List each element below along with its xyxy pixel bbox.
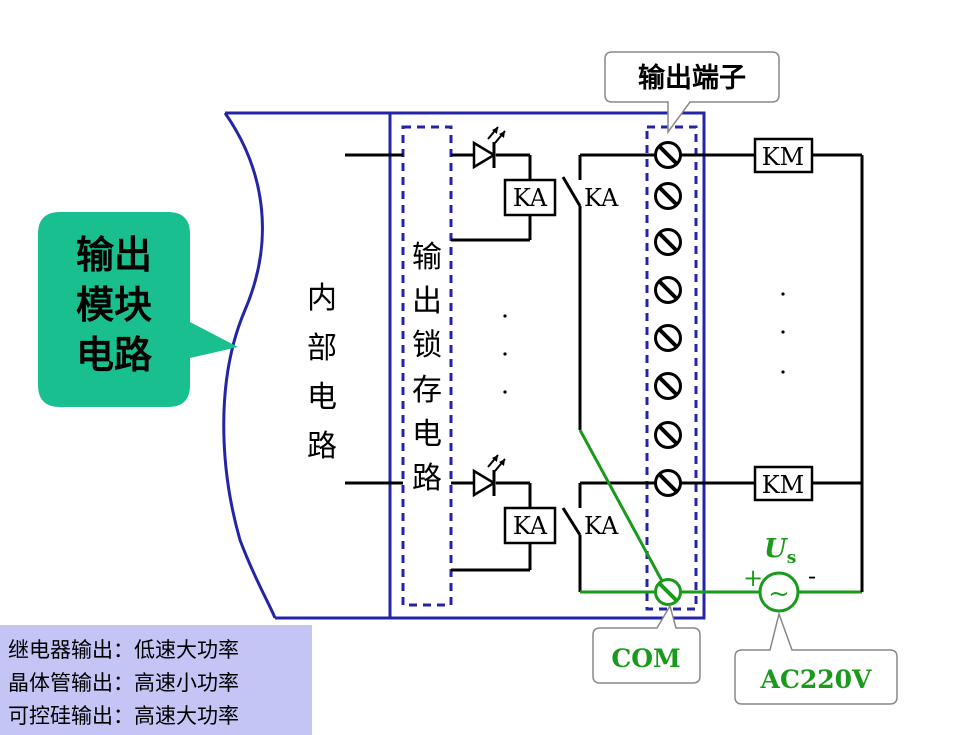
contactor-label-top: KM xyxy=(762,143,805,171)
terminal-screw-icon xyxy=(653,420,683,450)
svg-text:电: 电 xyxy=(307,380,337,415)
com-terminal-screw-icon xyxy=(654,578,682,606)
terminal-screw-icon xyxy=(653,468,683,498)
callout-line-3: 电路 xyxy=(76,333,153,377)
relay-contact-bottom xyxy=(561,507,582,536)
output-type-legend xyxy=(0,625,312,735)
terminal-callout xyxy=(604,51,780,135)
ac220v-callout-label: AC220V xyxy=(760,665,872,694)
source-plus: + xyxy=(743,564,763,592)
contactor-km-bottom xyxy=(753,465,814,502)
contactor-label-bottom: KM xyxy=(762,471,805,499)
led-icon xyxy=(472,453,507,498)
terminal-screw-icon xyxy=(653,275,683,305)
svg-text:内: 内 xyxy=(307,281,337,316)
contactor-km-top xyxy=(753,137,814,174)
svg-text:路: 路 xyxy=(412,461,442,496)
ellipsis-dots-middle xyxy=(503,314,507,394)
ac-wave-symbol: ~ xyxy=(768,579,790,609)
output-module-callout xyxy=(38,212,238,407)
terminal-callout-label: 输出端子 xyxy=(638,62,746,94)
com-callout-label: COM xyxy=(611,644,680,673)
svg-text:输: 输 xyxy=(412,240,442,275)
svg-text:出: 出 xyxy=(412,284,442,319)
callout-line-1: 输出 xyxy=(76,233,152,277)
led-icon xyxy=(472,125,507,170)
relay-coil-label-top: KA xyxy=(513,184,548,212)
relay-coil-top xyxy=(503,178,557,217)
contact-label-bottom: KA xyxy=(584,512,619,540)
terminal-screw-icon xyxy=(653,140,683,170)
terminal-screw-icon xyxy=(653,323,683,353)
terminal-screw-icon xyxy=(653,227,683,257)
svg-text:部: 部 xyxy=(307,331,337,366)
source-symbol: Us xyxy=(764,534,796,568)
com-callout xyxy=(592,604,701,684)
legend-line-relay: 继电器输出：低速大功率 xyxy=(8,638,239,662)
ac220v-callout xyxy=(734,611,898,705)
terminal-screw-icon xyxy=(653,371,683,401)
legend-line-thyristor: 可控硅输出：高速大功率 xyxy=(8,704,239,728)
terminal-screw-icon xyxy=(653,181,683,211)
svg-text:路: 路 xyxy=(307,429,337,464)
svg-text:锁: 锁 xyxy=(412,328,442,363)
source-minus: - xyxy=(808,562,816,590)
ac-source-icon xyxy=(758,571,800,613)
legend-line-transistor: 晶体管输出：高速小功率 xyxy=(8,671,239,695)
svg-text:电: 电 xyxy=(412,417,442,452)
latch-circuit-label: 输 出 锁 存 电 路 xyxy=(412,240,442,496)
svg-text:存: 存 xyxy=(412,373,442,408)
callout-line-2: 模块 xyxy=(76,283,152,327)
relay-coil-bottom xyxy=(503,506,557,545)
relay-contact-top xyxy=(561,176,582,207)
internal-circuit-label: 内 部 电 路 xyxy=(307,281,337,464)
latch-circuit-box xyxy=(401,125,453,607)
module-frame xyxy=(388,111,706,620)
relay-coil-label-bottom: KA xyxy=(513,512,548,540)
contact-label-top: KA xyxy=(584,184,619,212)
com-wire-diagonal xyxy=(578,429,670,593)
module-boundary-curve xyxy=(222,112,277,619)
ellipsis-dots-right xyxy=(781,292,785,374)
